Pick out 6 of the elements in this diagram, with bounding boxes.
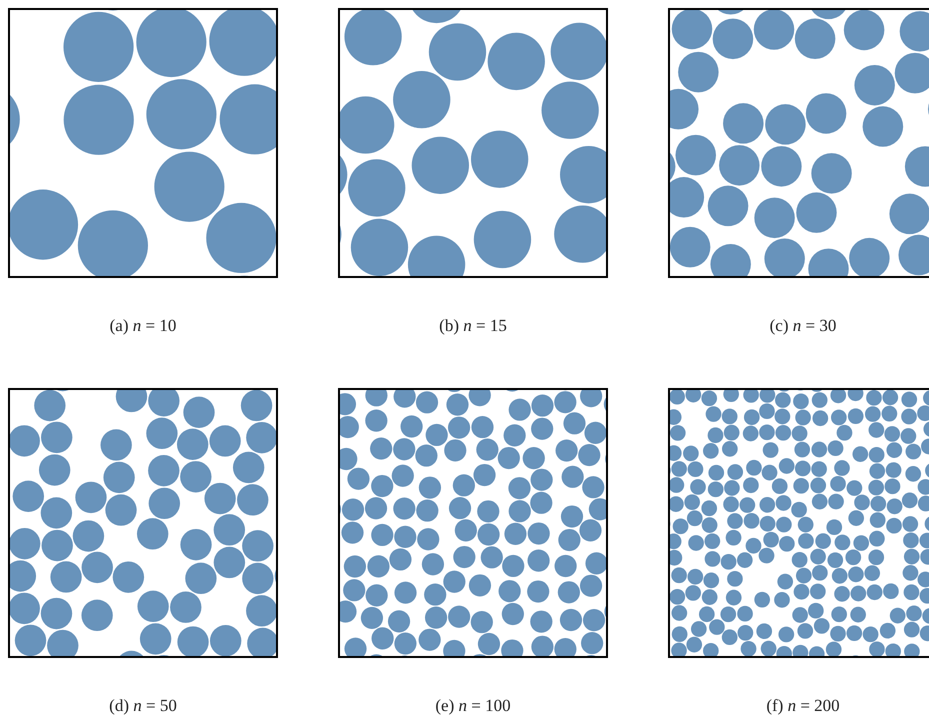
panel-caption: (c) n = 30 xyxy=(770,316,836,336)
panel-caption: (f) n = 200 xyxy=(766,696,840,716)
panel-caption: (a) n = 10 xyxy=(110,316,176,336)
panel-caption: (b) n = 15 xyxy=(439,316,507,336)
panel-caption: (e) n = 100 xyxy=(435,696,511,716)
panel-caption: (d) n = 50 xyxy=(109,696,177,716)
